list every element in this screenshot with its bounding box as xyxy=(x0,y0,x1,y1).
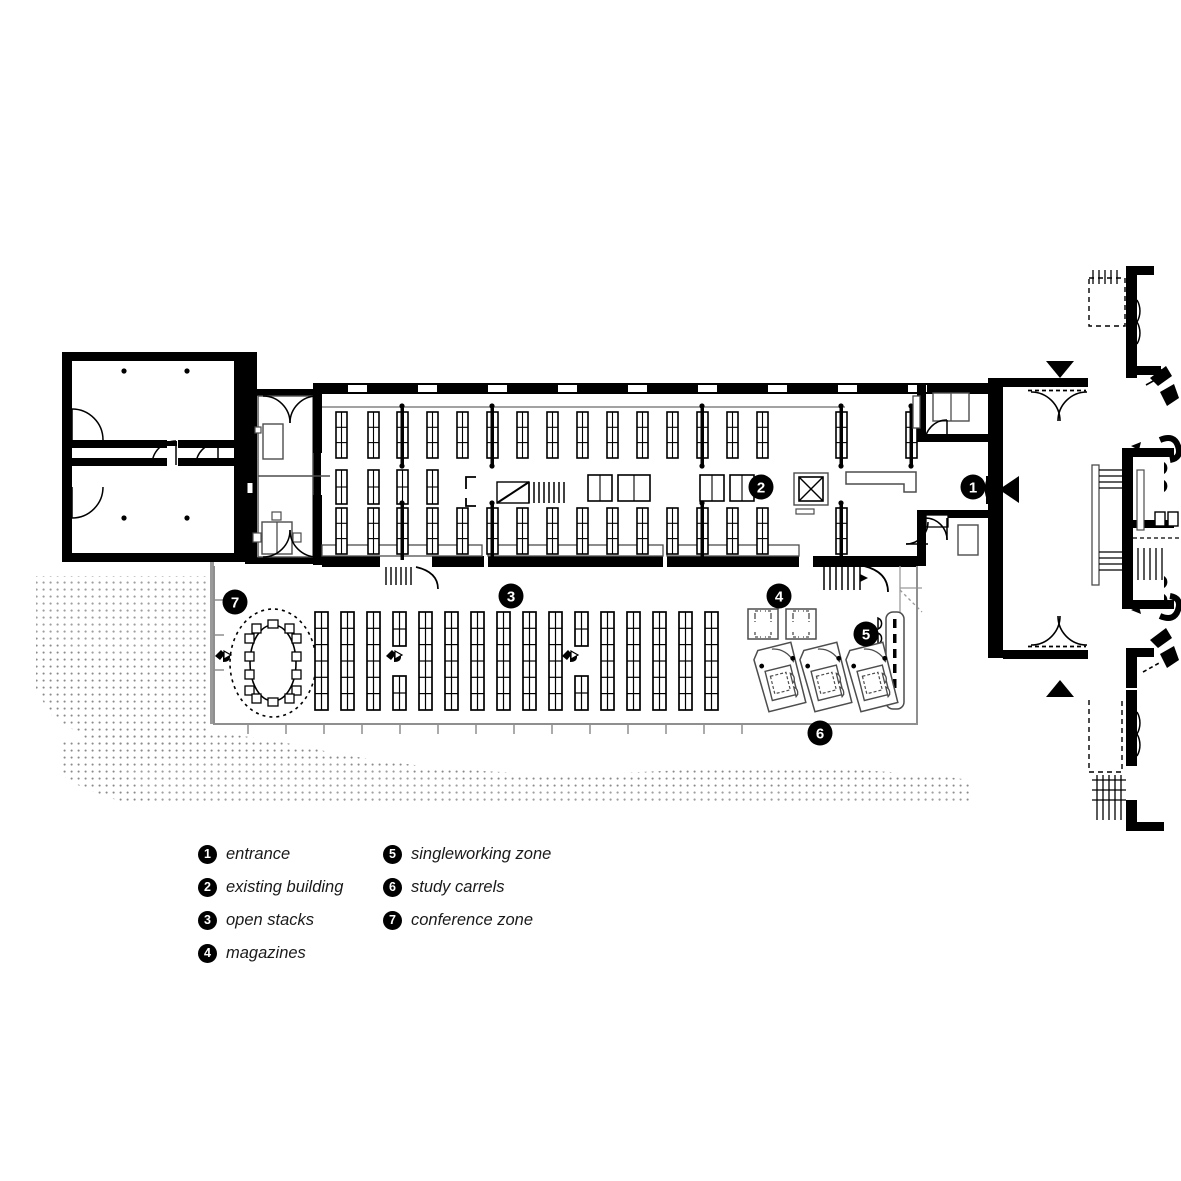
legend-item-singleworking-zone: 5 singleworking zone xyxy=(383,838,551,871)
annex-left-wing xyxy=(62,352,245,724)
vestibule-block xyxy=(245,352,330,565)
plan-marker-3: 3 xyxy=(498,583,524,609)
legend-column-left: 1 entrance 2 existing building 3 open st… xyxy=(198,838,343,970)
legend-item-magazines: 4 magazines xyxy=(198,937,343,970)
landscape-stipple-area xyxy=(36,576,970,804)
svg-text:6: 6 xyxy=(816,726,824,743)
plan-marker-1: 1 xyxy=(960,474,986,500)
plant-symbol xyxy=(385,649,403,663)
column-grid-ticks xyxy=(214,599,743,734)
legend-item-existing-building: 2 existing building xyxy=(198,871,343,904)
upper-hall-stair xyxy=(465,476,565,507)
legend-badge-3: 3 xyxy=(198,911,217,930)
legend-label-4: magazines xyxy=(226,944,306,962)
legend-label-7: conference zone xyxy=(411,911,534,929)
south-entrance-doors xyxy=(1003,615,1088,697)
plan-marker-badges: 1 2 3 4 5 6 7 xyxy=(222,474,986,746)
legend-badge-1: 1 xyxy=(198,845,217,864)
study-carrels xyxy=(753,641,899,713)
plan-marker-4: 4 xyxy=(766,583,792,609)
svg-text:5: 5 xyxy=(862,627,870,644)
magazine-tables xyxy=(747,608,817,640)
adjacent-building-middle xyxy=(1091,435,1181,621)
legend-item-study-carrels: 6 study carrels xyxy=(383,871,551,904)
legend-badge-5: 5 xyxy=(383,845,402,864)
lower-wing-open-stacks xyxy=(213,566,918,734)
svg-text:1: 1 xyxy=(969,480,977,497)
legend-badge-4: 4 xyxy=(198,944,217,963)
plan-marker-6: 6 xyxy=(807,720,833,746)
hall-stair-left xyxy=(385,566,439,590)
plan-marker-5: 5 xyxy=(853,621,879,647)
reception-counter xyxy=(845,471,917,493)
adjacent-building-south xyxy=(1088,628,1179,831)
north-entrance-doors xyxy=(1003,361,1088,422)
plan-marker-2: 2 xyxy=(748,474,774,500)
lift-shaft-symbol xyxy=(793,472,829,515)
legend-item-open-stacks: 3 open stacks xyxy=(198,904,343,937)
entrance-door xyxy=(984,475,1019,504)
legend-badge-2: 2 xyxy=(198,878,217,897)
legend-label-6: study carrels xyxy=(411,878,505,896)
legend-column-right: 5 singleworking zone 6 study carrels 7 c… xyxy=(383,838,551,937)
plan-marker-7: 7 xyxy=(222,589,248,615)
plant-symbol xyxy=(561,649,579,663)
svg-text:2: 2 xyxy=(757,480,765,497)
main-hall-existing-building xyxy=(313,383,1003,567)
svg-text:7: 7 xyxy=(231,595,239,612)
open-stacks-shelving xyxy=(314,611,719,711)
legend-label-2: existing building xyxy=(226,878,344,896)
shelf-row-middle xyxy=(335,469,755,505)
svg-text:4: 4 xyxy=(775,589,784,606)
conference-zone-table xyxy=(229,608,317,718)
legend-label-3: open stacks xyxy=(226,911,315,929)
adjacent-building-north xyxy=(1088,266,1179,406)
entrance-direction-arrow xyxy=(999,476,1019,503)
shelf-row-top xyxy=(335,403,918,469)
legend-badge-6: 6 xyxy=(383,878,402,897)
legend-label-5: singleworking zone xyxy=(411,845,552,863)
svg-text:3: 3 xyxy=(507,589,515,606)
legend-label-1: entrance xyxy=(226,845,291,863)
legend-badge-7: 7 xyxy=(383,911,402,930)
plant-symbol xyxy=(214,649,232,663)
lobby-stair xyxy=(823,565,889,593)
legend-item-entrance: 1 entrance xyxy=(198,838,343,871)
legend-item-conference-zone: 7 conference zone xyxy=(383,904,551,937)
shelf-row-bottom xyxy=(335,500,848,560)
entrance-lobby xyxy=(385,361,1088,697)
